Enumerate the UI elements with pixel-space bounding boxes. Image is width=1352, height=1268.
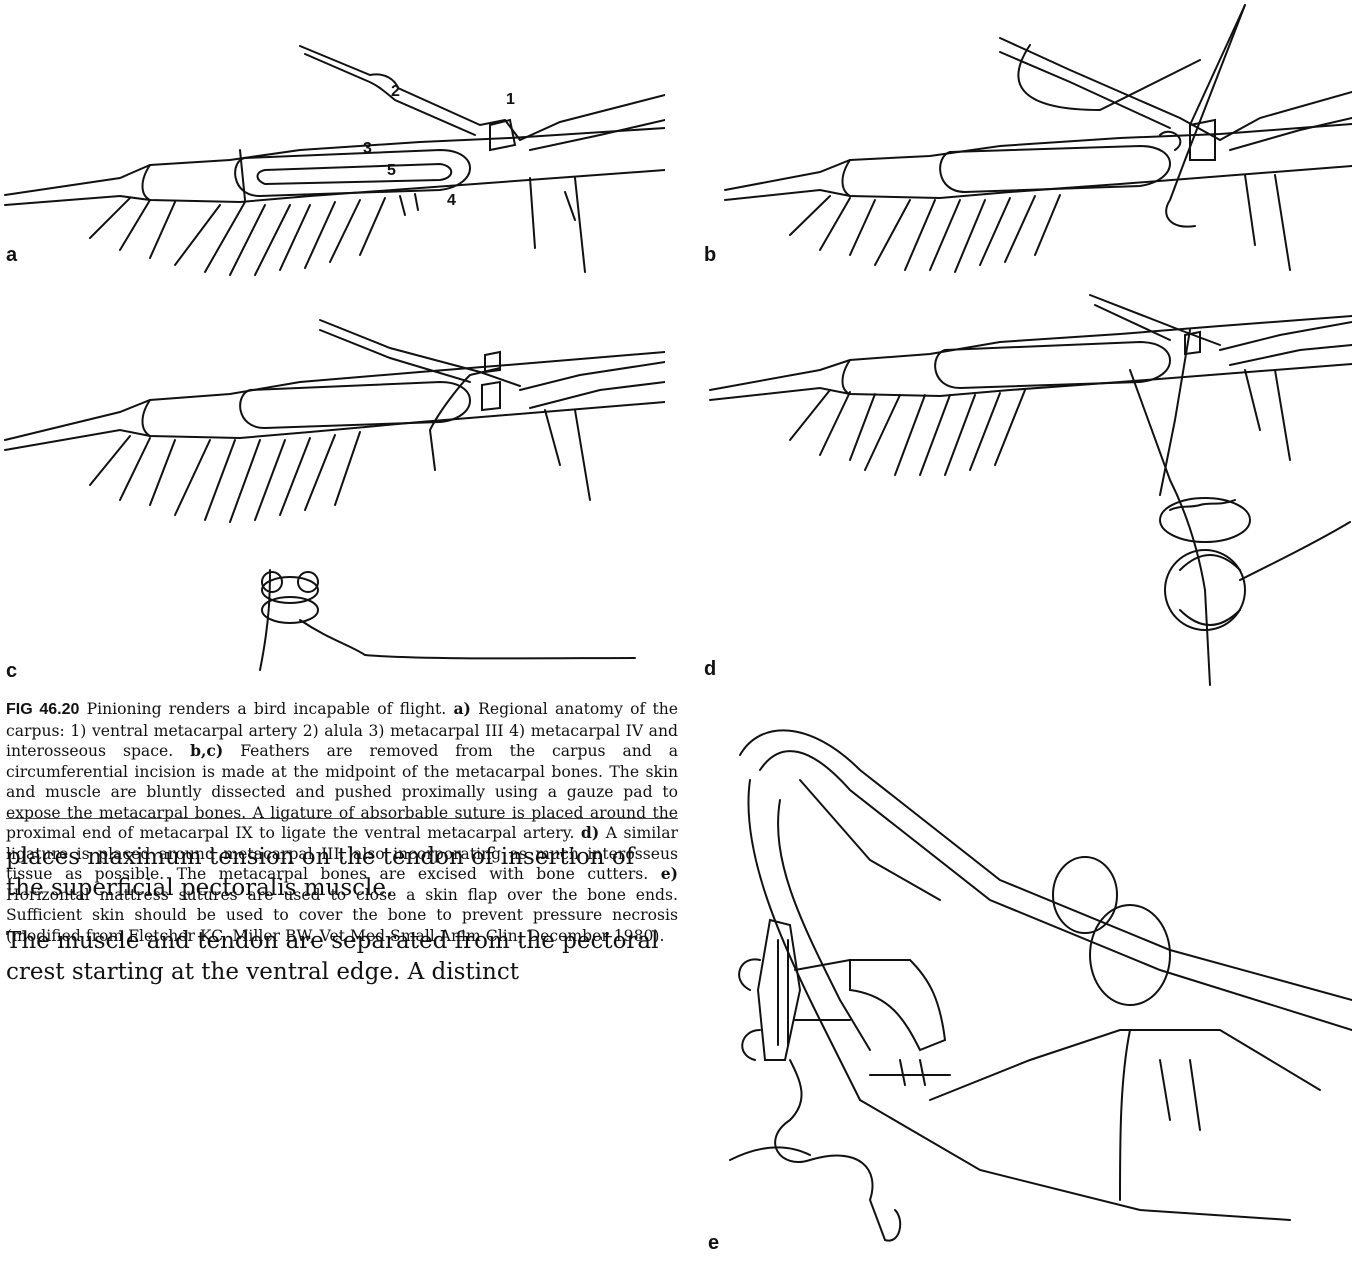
figure-panel-a: 1 2 3 4 5 a	[0, 0, 665, 278]
figure-panel-d: d	[700, 290, 1352, 695]
panel-c-illustration	[0, 290, 665, 690]
caption-text: Pinioning renders a bird incapable of fl…	[87, 700, 454, 718]
figure-panel-c: c	[0, 290, 665, 690]
figure-label: FIG 46.20	[6, 701, 79, 718]
callout-2: 2	[391, 83, 400, 100]
caption-divider	[6, 818, 678, 819]
caption-panel-ref: b,c)	[190, 741, 223, 760]
panel-d-illustration	[700, 290, 1352, 695]
body-paragraph-2: The muscle and tendon are separated from…	[6, 926, 678, 988]
caption-panel-ref: d)	[581, 823, 599, 842]
panel-label-b: b	[704, 244, 716, 267]
callout-4: 4	[447, 192, 456, 209]
figure-panel-b: b	[700, 0, 1352, 278]
callout-5: 5	[387, 162, 396, 179]
body-paragraph-1: places maximum tension on the tendon of …	[6, 842, 678, 904]
caption-panel-ref: a)	[453, 699, 470, 718]
callout-3: 3	[363, 140, 372, 157]
panel-label-c: c	[6, 660, 17, 683]
figure-caption: FIG 46.20 Pinioning renders a bird incap…	[6, 699, 678, 946]
panel-b-illustration	[700, 0, 1352, 278]
panel-label-e: e	[708, 1232, 719, 1255]
figure-panel-e: e	[700, 700, 1352, 1268]
panel-a-illustration: 1 2 3 4 5	[0, 0, 665, 278]
callout-1: 1	[506, 91, 515, 108]
panel-e-illustration	[700, 700, 1352, 1268]
panel-label-a: a	[6, 244, 17, 267]
panel-label-d: d	[704, 658, 716, 681]
